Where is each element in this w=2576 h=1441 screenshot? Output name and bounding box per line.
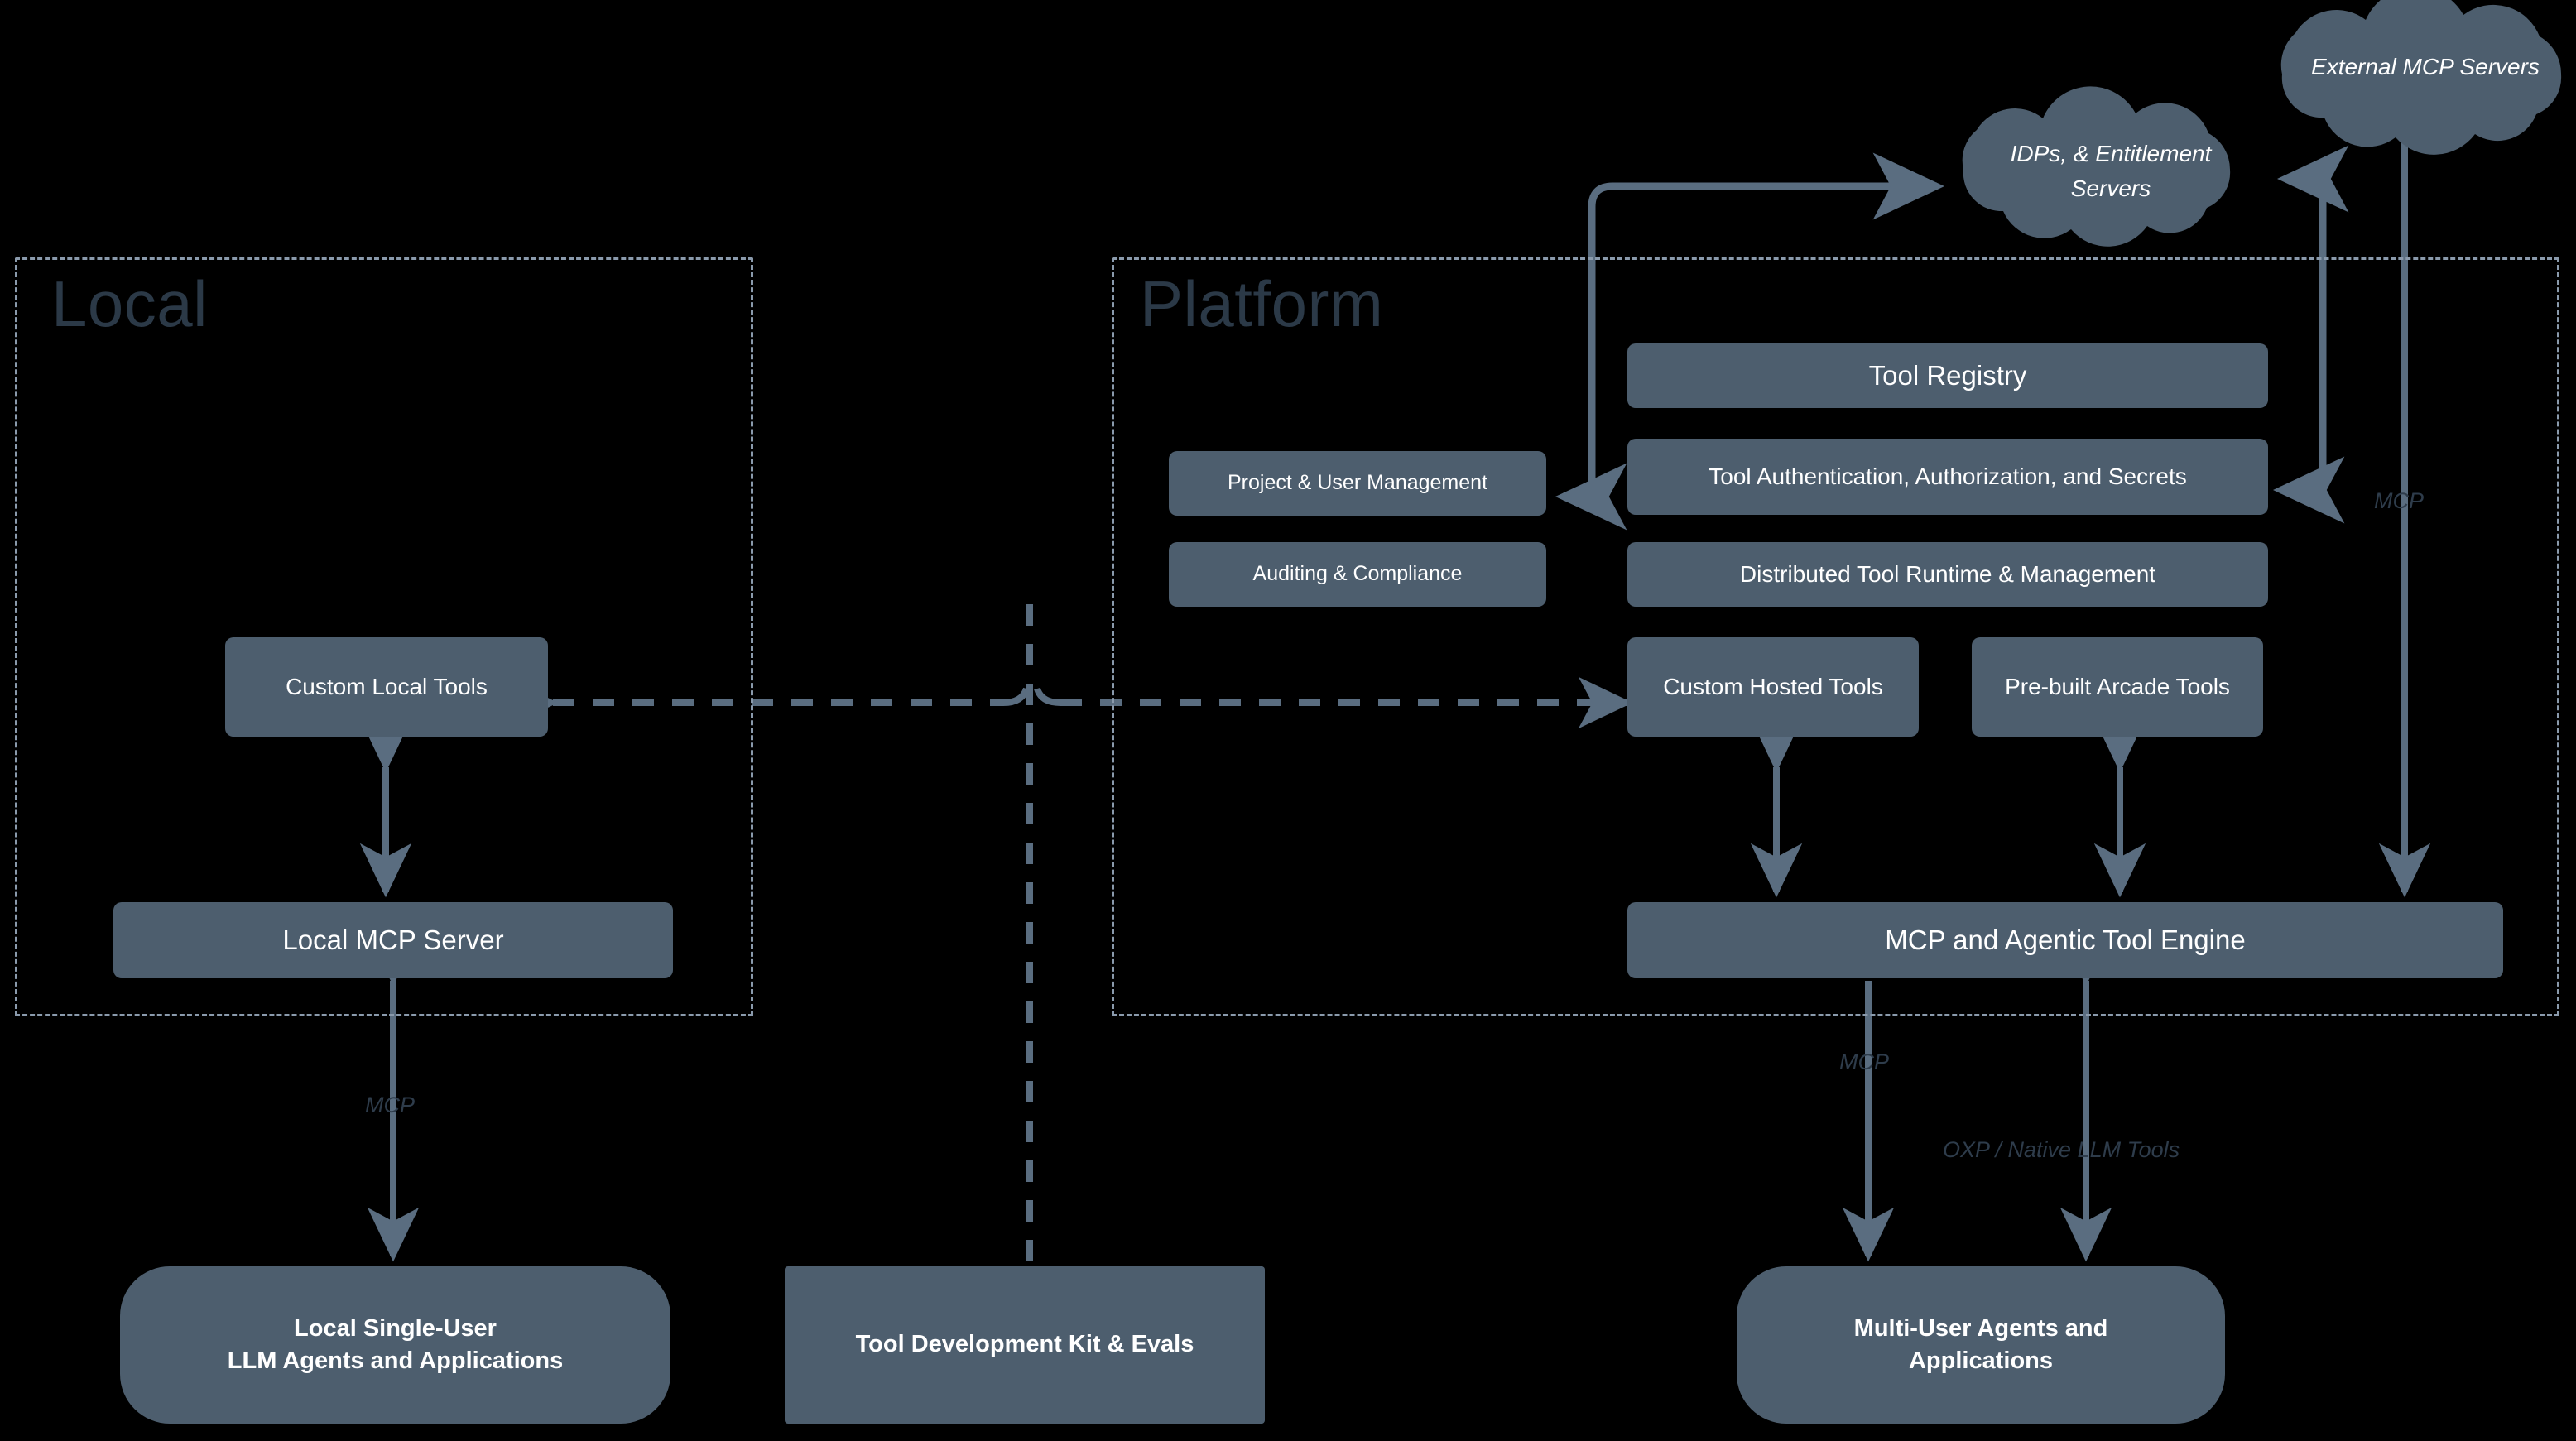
node-distributed-tool-runtime-management[interactable]: Distributed Tool Runtime & Management [1627,542,2268,607]
node-local-mcp-server[interactable]: Local MCP Server [113,902,673,978]
node-local-single-user-llm-agents-and-applications[interactable]: Local Single-User LLM Agents and Applica… [120,1266,670,1424]
edge-project-user-management-to-idps [1555,152,1944,531]
edge-label-mcp-local: MCP [365,1093,415,1117]
group-title-local: Local [51,267,208,340]
node-multi-user-agents-and-applications[interactable]: Multi-User Agents and Applications [1737,1266,2225,1424]
node-auditing-compliance[interactable]: Auditing & Compliance [1169,542,1546,607]
node-custom-local-tools[interactable]: Custom Local Tools [225,637,548,737]
edge-custom-local-tools-to-custom-hosted-tools [503,676,1633,729]
group-local [15,257,753,1016]
node-tool-development-kit-and-evals[interactable]: Tool Development Kit & Evals [785,1266,1265,1424]
node-tool-authentication-authorization-secrets[interactable]: Tool Authentication, Authorization, and … [1627,439,2268,515]
node-project-user-management[interactable]: Project & User Management [1169,451,1546,516]
cloud-idps-entitlement-servers [1962,86,2231,247]
node-prebuilt-arcade-tools[interactable]: Pre-built Arcade Tools [1972,637,2263,737]
node-tool-registry[interactable]: Tool Registry [1627,343,2268,408]
edge-label-oxp-native-llm-tools: OXP / Native LLM Tools [1943,1137,2180,1162]
cloud-external-mcp-servers [2280,0,2562,155]
group-title-platform: Platform [1140,267,1384,340]
node-mcp-and-agentic-tool-engine[interactable]: MCP and Agentic Tool Engine [1627,902,2503,978]
edge-label-mcp-platform-bottom: MCP [1839,1050,1889,1074]
group-platform [1112,257,2559,1016]
node-custom-hosted-tools[interactable]: Custom Hosted Tools [1627,637,1919,737]
edge-external-mcp-to-idps [2273,145,2349,524]
edge-label-mcp-external-right: MCP [2374,488,2424,513]
